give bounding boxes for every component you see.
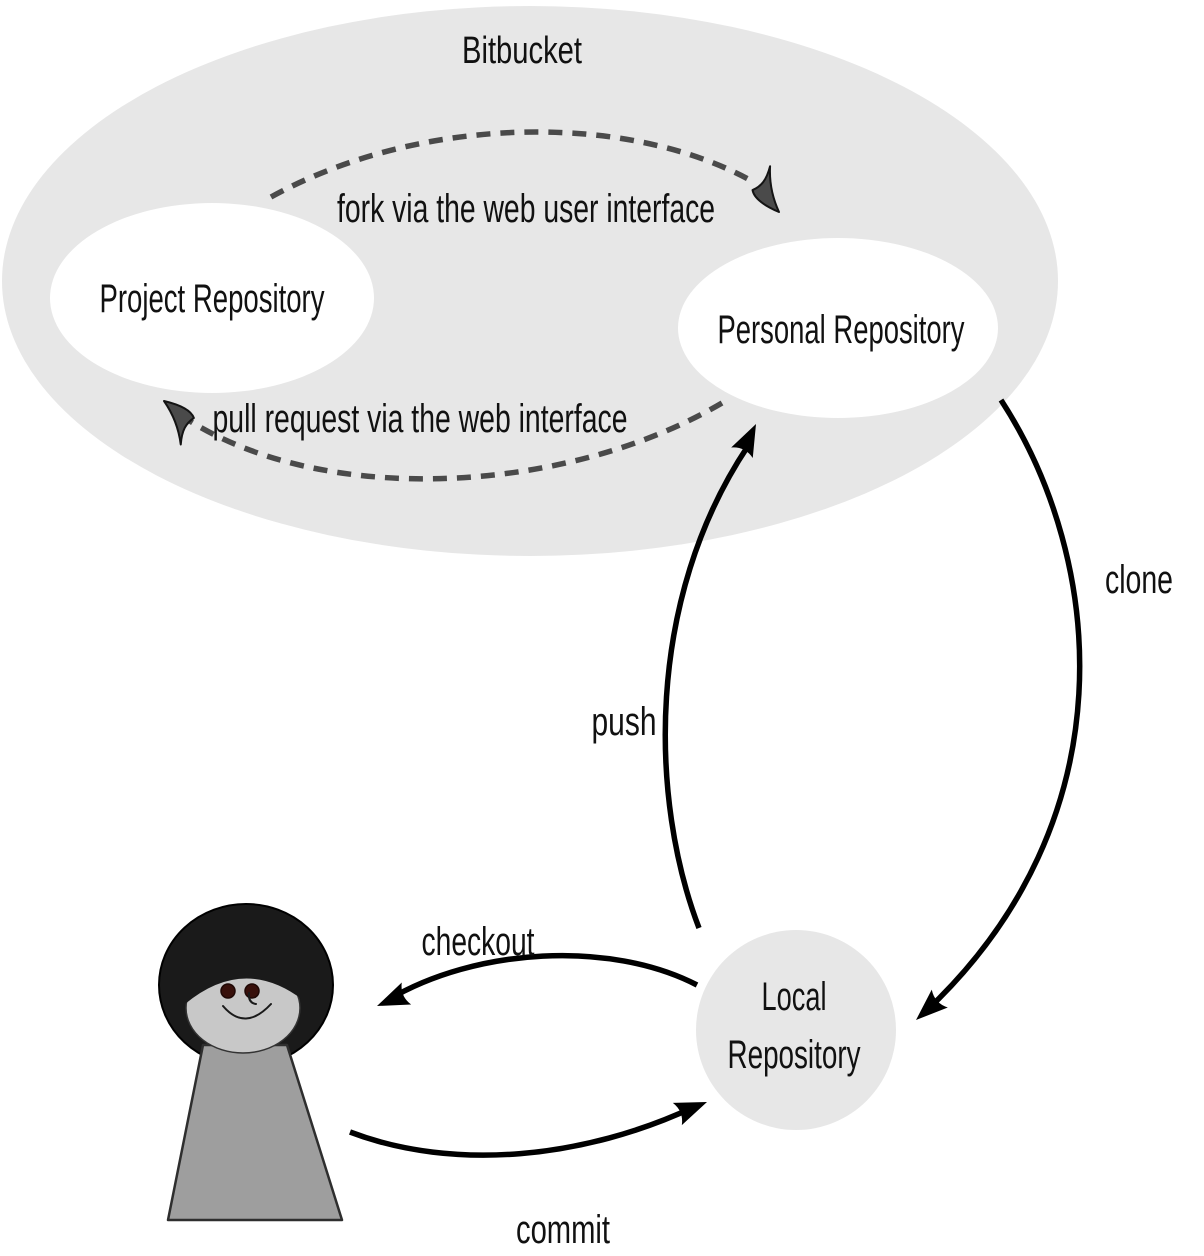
local-repo-label-line2: Repository: [728, 1033, 861, 1077]
push-arrow-line: [662, 444, 751, 929]
push-arrow: push: [592, 424, 756, 929]
person-bangs-icon: [185, 948, 303, 1004]
fork-arrowhead-icon: [751, 165, 780, 213]
pull-request-label: pull request via the web interface: [213, 397, 628, 441]
person-eye-left-icon: [220, 983, 236, 999]
local-repo-node: [696, 930, 896, 1130]
local-repo-label-line1: Local: [762, 975, 827, 1019]
project-repo-node: [50, 203, 374, 393]
personal-repo-label: Personal Repository: [718, 308, 965, 352]
person-smile-icon: [222, 1003, 272, 1020]
person-eye-right-icon: [244, 983, 260, 999]
checkout-arrowhead-icon: [377, 982, 412, 1006]
pull-request-arrowhead-icon: [163, 400, 195, 446]
bitbucket-cloud: [2, 6, 1058, 556]
push-arrowhead-icon: [731, 424, 756, 459]
commit-arrow: commit: [349, 1102, 707, 1252]
project-repo-label: Project Repository: [100, 277, 325, 321]
checkout-arrow-line: [386, 952, 699, 1003]
commit-arrowhead-icon: [672, 1102, 707, 1126]
fork-arrow: fork via the web user interface: [269, 129, 780, 231]
fork-label: fork via the web user interface: [337, 187, 715, 231]
checkout-label: checkout: [422, 920, 535, 964]
pull-request-arrow: pull request via the web interface: [163, 397, 724, 482]
developer-figure: [158, 903, 344, 1222]
pull-request-arrow-line: [180, 400, 724, 482]
clone-arrow: clone: [916, 398, 1173, 1020]
commit-arrow-line: [349, 1104, 696, 1158]
bitbucket-label: Bitbucket: [462, 30, 582, 72]
person-nose-icon: [247, 992, 257, 1005]
fork-arrow-line: [269, 129, 752, 200]
checkout-arrow: checkout: [377, 920, 699, 1006]
commit-label: commit: [516, 1208, 610, 1252]
push-label: push: [592, 700, 657, 744]
personal-repo-node: [678, 238, 998, 418]
person-body-icon: [166, 1043, 344, 1222]
clone-arrowhead-icon: [916, 989, 948, 1020]
clone-label: clone: [1105, 558, 1173, 602]
clone-arrow-line: [923, 398, 1083, 1015]
